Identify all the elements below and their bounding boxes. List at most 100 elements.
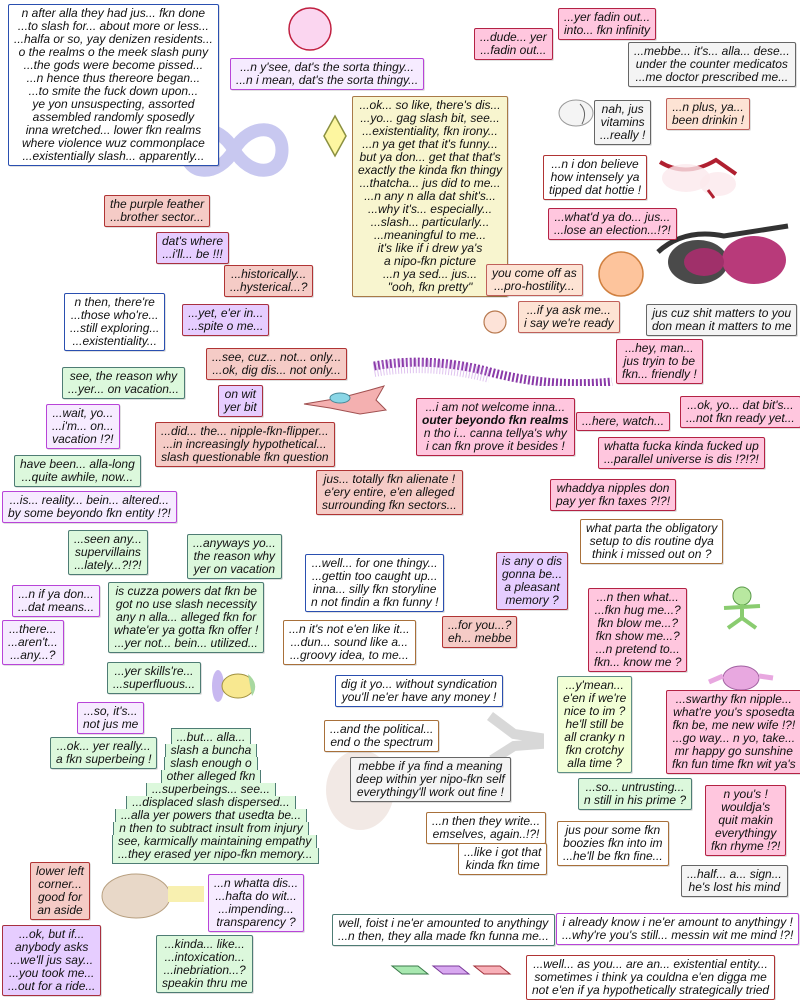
bubble-line: whatta fucka kinda fucked up (604, 439, 759, 453)
sunglasses-icon (656, 223, 789, 284)
speech-bubble: ...ok, but if...anybody asks...we'll jus… (2, 925, 102, 996)
bubble-line: an aside (37, 903, 83, 917)
bubble-line: ...still exploring... (70, 321, 160, 335)
bubble-line: ...n pretend to... (595, 642, 680, 656)
bubble-line: ...gettin too caught up... (312, 569, 438, 583)
speech-bubble: ...n then they write...emselves, again..… (426, 812, 547, 844)
speech-bubble: ...so... untrusting...n still in his pri… (578, 778, 693, 810)
bubble-line: ...brother sector... (110, 210, 204, 224)
bubble-line: everythingy'll work out fine ! (356, 785, 504, 799)
bubble-line: ...yet, e'er in... (188, 306, 264, 320)
bubble-line: ...n it's not e'en like it... (289, 622, 410, 636)
bubble-line: i say we're ready (524, 316, 614, 330)
bubble-line: got no use slash necessity (115, 597, 257, 611)
bubble-line: ...ok, but if... (19, 927, 85, 941)
speech-bubble: ...here, watch... (576, 412, 671, 431)
bubble-line: ...historically... (231, 267, 307, 281)
bubble-line: on wit (224, 387, 257, 401)
bubble-line: tipped dat hottie ! (549, 183, 642, 197)
bubble-line: a fkn superbeing ! (56, 752, 152, 766)
bubble-line: e'ery entire, e'en alleged (324, 485, 455, 499)
bubble-line: ...seen any... (74, 532, 142, 546)
bubble-line: ...why're you's still... messin wit me m… (562, 928, 794, 942)
bubble-line: by some beyondo fkn entity !?! (8, 506, 171, 520)
bubble-line: see, the reason why (69, 369, 178, 383)
bubble-line: ...to slash for... about more or less... (17, 19, 209, 33)
speech-bubble: ...n whatta dis......hafta do wit......i… (208, 874, 305, 932)
bubble-line: ...ok... so like, there's dis... (359, 98, 501, 112)
bubble-line: i already know i ne'er amount to anythin… (562, 915, 793, 929)
bubble-line: ...swarthy fkn nipple... (675, 692, 792, 706)
bubble-line: ...see, cuz... not... only... (212, 350, 342, 364)
bubble-line: ...he'll be fkn fine... (563, 849, 663, 863)
bubble-line: ...i am not welcome inna... (425, 400, 566, 414)
speech-bubble: ...i am not welcome inna...outer beyondo… (416, 398, 575, 456)
parallelogram-red-icon (472, 965, 512, 975)
bubble-line: well, foist i ne'er amounted to anything… (338, 916, 549, 930)
bubble-line: ...me doctor prescribed me... (635, 70, 789, 84)
bubble-line: ...if ya ask me... (526, 303, 611, 317)
bubble-line: ...quite awhile, now... (21, 470, 134, 484)
bubble-line: ...why it's... especially... (367, 202, 493, 216)
bubble-line: the purple feather (110, 197, 205, 211)
bubble-line: supervillains (74, 545, 141, 559)
bubble-line: ...n ya sed... jus... (383, 267, 478, 281)
bubble-line: setup to dis routine dya (589, 534, 714, 548)
speech-bubble: ...n it's not e'en like it......dun... s… (283, 620, 416, 665)
bubble-line: jus... totally fkn alienate ! (323, 472, 456, 486)
bubble-line: ...yer... on vacation... (68, 382, 179, 396)
bubble-line: ...y'mean... (565, 678, 624, 692)
speech-bubble: ...yet, e'er in......spite o me... (182, 304, 270, 336)
bubble-line: ...wait, yo... (52, 406, 114, 420)
bubble-line: emselves, again..!?! (432, 827, 540, 841)
pink-circle-icon (288, 7, 332, 51)
bubble-line: sometimes i think ya couldna e'en digga … (534, 970, 767, 984)
bubble-line: don mean it matters to me (652, 319, 792, 333)
bubble-line: ...they erased yer nipo-fkn memory... (112, 848, 319, 864)
peach-circle-icon (598, 251, 644, 297)
bubble-line: outer beyondo fkn realms (422, 413, 569, 427)
bubble-line: nah, jus (601, 102, 644, 116)
bubble-line: ...not fkn ready yet... (686, 411, 795, 425)
bubble-line: dig it yo... without syndication (341, 677, 498, 691)
bubble-line: fkn... know me ? (594, 655, 682, 669)
bubble-line: ...ok, yo... dat bit's... (687, 398, 794, 412)
bubble-line: n you's ! (723, 787, 768, 801)
bubble-line: ...we'll jus say... (10, 953, 94, 967)
bubble-line: ...alla yer powers that usedta be... (114, 809, 308, 822)
speech-bubble: n then, there're...those who're......sti… (64, 293, 166, 351)
bubble-line: he'll still be (565, 717, 624, 731)
bubble-line: vacation !?! (52, 432, 114, 446)
flying-character-icon (212, 670, 256, 702)
speech-bubble: well, foist i ne'er amounted to anything… (332, 914, 555, 946)
speech-bubble: ...seen any...supervillains...lately...?… (68, 530, 148, 575)
speech-bubble: ...is... reality... bein... altered...by… (2, 491, 177, 523)
bubble-line: anybody asks (14, 940, 89, 954)
bubble-line: fkn... friendly ! (622, 367, 697, 381)
bubble-line: i can fkn prove it besides ! (425, 439, 565, 453)
bubble-line: not e'en if ya hypothetically strategica… (532, 983, 770, 997)
bubble-line: ...n plus, ya... (672, 100, 744, 114)
bubble-line: jus cuz shit matters to you (652, 306, 792, 320)
bubble-line: under the counter medicatos (635, 57, 788, 71)
pill-head-icon (558, 99, 594, 127)
bubble-line: ...spite o me... (188, 319, 264, 333)
bubble-line: ye yon unsuspecting, assorted (32, 97, 195, 111)
speech-bubble: ...ok... so like, there's dis......yo...… (352, 96, 509, 297)
bubble-line: ...anyways yo... (193, 536, 276, 550)
bubble-line: ...those who're... (70, 308, 159, 322)
bubble-line: ...i'll... be !!! (162, 247, 223, 261)
speech-bubble: n after alla they had jus... fkn done...… (8, 4, 219, 166)
bubble-line: memory ? (505, 593, 559, 607)
bubble-line: ...hey, man... (625, 341, 694, 355)
bubble-line: eh... mebbe (448, 631, 512, 645)
bubble-line: inna wretched... lower fkn realms (25, 123, 202, 137)
bubble-line: gonna be... (502, 567, 563, 581)
